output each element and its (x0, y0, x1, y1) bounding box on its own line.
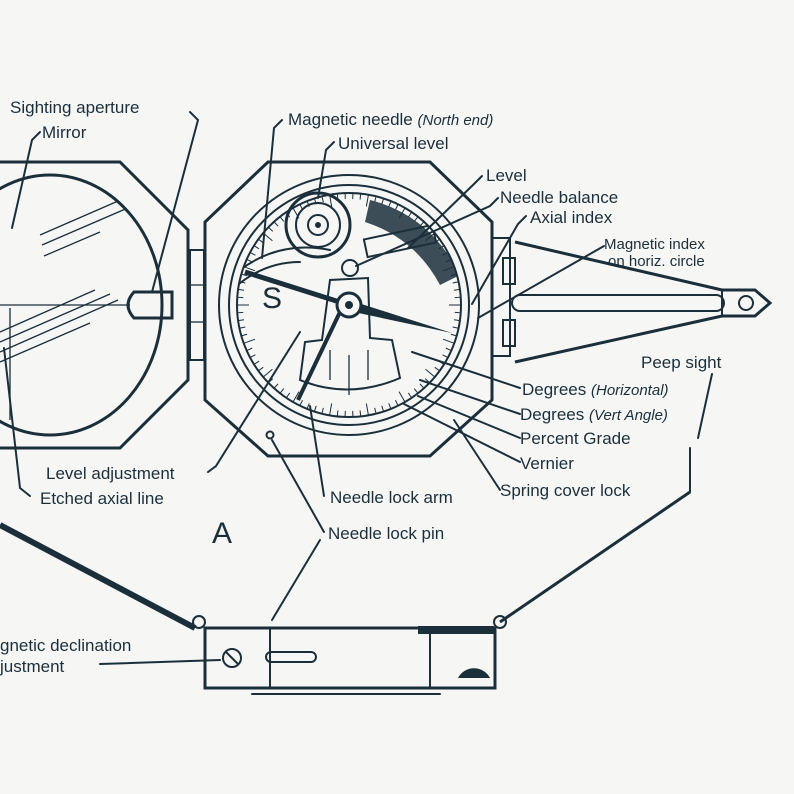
dial-letter-s: S (262, 282, 282, 315)
dial-tick (238, 288, 245, 291)
label-magnetic-needle: Magnetic needle (North end) (288, 110, 493, 129)
dial-tick (374, 196, 377, 203)
label-spring-cover-lock: Spring cover lock (500, 481, 631, 500)
dial-tick (329, 403, 333, 416)
dial-tick (258, 366, 264, 372)
dial-tick (359, 410, 362, 417)
label-needle-lock-pin: Needle lock pin (328, 524, 444, 543)
dial-tick (246, 347, 253, 352)
dial-tick (453, 319, 460, 322)
label-needle-balance: Needle balance (500, 188, 618, 207)
sighting-aperture-slot (126, 290, 174, 320)
dial-tick (452, 326, 459, 329)
magnetic-needle (244, 259, 452, 333)
level-vial (362, 223, 438, 259)
side-view (0, 447, 691, 695)
peep-sight-hole (738, 295, 754, 311)
dial-tick (381, 198, 385, 205)
dial-tick (336, 410, 339, 417)
dial-tick (249, 354, 256, 359)
vernier-gear (418, 626, 494, 634)
dial-tick (395, 400, 399, 406)
labels: Sighting aperture Mirror Magnetic needle… (0, 98, 722, 676)
dial-tick (365, 194, 369, 207)
dial-tick (407, 392, 413, 399)
dial-tick (306, 403, 310, 410)
dial-tick (450, 333, 457, 337)
dial-tick (292, 391, 300, 403)
label-needle-lock-arm: Needle lock arm (330, 488, 453, 507)
dial-tick (241, 333, 248, 337)
label-declination-line2: justment (0, 657, 65, 676)
dial-tick (398, 391, 406, 403)
dial-tick (374, 407, 377, 414)
dial-tick (273, 221, 279, 227)
mirror-glass-reflections (0, 197, 131, 363)
declination-screw (222, 648, 242, 668)
dial-tick (365, 403, 369, 416)
dial-tick (268, 226, 274, 232)
leader-lines (3, 111, 713, 665)
label-etched-axial-line: Etched axial line (40, 489, 164, 508)
label-degrees-vert-angle: Degrees (Vert Angle) (520, 405, 668, 424)
dial-tick (388, 403, 392, 410)
label-level-adjustment: Level adjustment (46, 464, 175, 483)
dial-tick (453, 288, 460, 291)
figure-letter: A (212, 517, 232, 550)
dial-tick (425, 368, 436, 378)
dial-tick (321, 407, 324, 414)
dial-tick (388, 200, 392, 207)
dial-tick (285, 392, 291, 399)
label-peep-sight: Peep sight (641, 353, 722, 372)
dial-tick (279, 216, 285, 222)
dial-tick (313, 405, 317, 412)
label-sighting-aperture: Sighting aperture (10, 98, 139, 117)
label-mirror: Mirror (42, 123, 87, 142)
label-declination-line1: gnetic declination (0, 636, 131, 655)
dial-tick (299, 400, 303, 406)
label-degrees-horizontal: Degrees (Horizontal) (522, 380, 669, 399)
dial-tick (253, 245, 260, 250)
dial-tick (359, 193, 362, 200)
label-magnetic-index-line1: Magnetic index (604, 236, 705, 253)
needle-balance (341, 259, 359, 277)
dial-tick (243, 338, 256, 344)
sight-arm (511, 240, 773, 364)
needle-lock-arm (296, 311, 342, 401)
dial-tick (238, 319, 245, 322)
hinge (189, 249, 205, 361)
dial-tick (279, 388, 285, 394)
label-level: Level (486, 166, 527, 185)
dial-tick (258, 238, 264, 244)
compass-body (203, 160, 516, 458)
dial-tick (445, 347, 452, 352)
label-vernier: Vernier (520, 454, 574, 473)
dial-tick (442, 354, 449, 359)
dial-tick (243, 266, 256, 272)
dial-tick (262, 368, 273, 378)
dial-tick (381, 405, 385, 412)
label-magnetic-index-line2: on horiz. circle (608, 253, 705, 270)
mirror-lid (0, 160, 190, 450)
dial-tick (442, 338, 455, 344)
label-percent-grade: Percent Grade (520, 429, 631, 448)
dial-tick (239, 326, 246, 329)
dial-tick (321, 196, 324, 203)
level-adjustment-screw (265, 430, 275, 440)
label-universal-level: Universal level (338, 134, 449, 153)
dial-tick (452, 281, 459, 284)
label-axial-index: Axial index (530, 208, 613, 227)
dial-tick (273, 383, 279, 389)
dial-tick (434, 366, 440, 372)
dial-tick (407, 211, 413, 218)
dial-tick (419, 383, 425, 389)
dial-tick (395, 204, 399, 210)
dial-tick (249, 251, 256, 256)
dial-tick (413, 388, 419, 394)
dial-tick (241, 273, 248, 277)
declination-slot (265, 651, 317, 663)
dial-tick (253, 360, 260, 365)
